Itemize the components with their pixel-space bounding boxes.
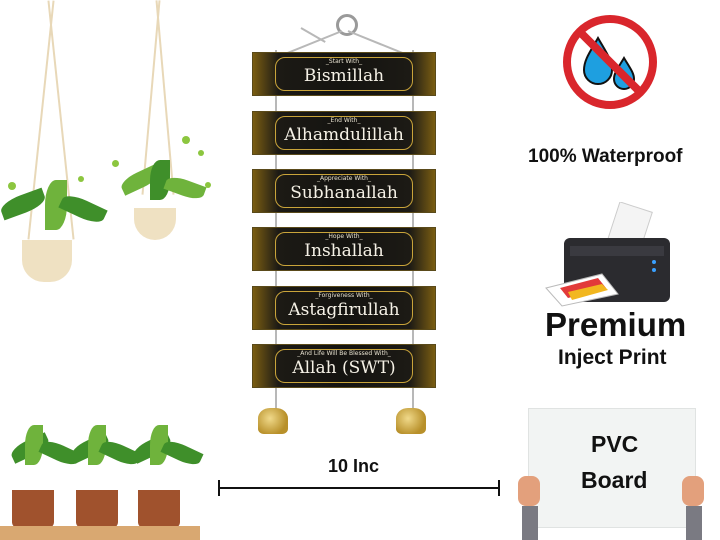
sign-board: _Start With_ Bismillah: [252, 52, 436, 96]
pvc-board: PVC Board: [528, 408, 696, 528]
no-water-icon: [560, 12, 660, 112]
print-title: Premium: [545, 306, 687, 343]
sign-board: _End With_ Alhamdulillah: [252, 111, 436, 155]
sign-subtitle: _Appreciate With_: [317, 175, 371, 182]
sign-subtitle: _Hope With_: [325, 233, 363, 240]
sign-title: Allah (SWT): [292, 358, 396, 378]
sign-title: Alhamdulillah: [284, 125, 404, 145]
sign-title: Astagfirullah: [288, 300, 400, 320]
hand-left: [518, 476, 540, 506]
sign-subtitle: _And Life Will Be Blessed With_: [297, 350, 391, 357]
sign-subtitle: _Forgiveness With_: [315, 292, 373, 299]
sign-subtitle: _Start With_: [325, 58, 363, 65]
bell-left: [258, 408, 288, 434]
board-line2: Board: [581, 467, 648, 493]
sign-board: _And Life Will Be Blessed With_ Allah (S…: [252, 344, 436, 388]
sign-board: _Hope With_ Inshallah: [252, 227, 436, 271]
sign-title: Bismillah: [303, 66, 385, 86]
sign-board: _Forgiveness With_ Astagfirullah: [252, 286, 436, 330]
bell-right: [396, 408, 426, 434]
hook-ring: [336, 14, 358, 36]
print-subtitle: Inject Print: [558, 346, 667, 369]
hand-right: [682, 476, 704, 506]
sign-board: _Appreciate With_ Subhanallah: [252, 169, 436, 213]
waterproof-label: 100% Waterproof: [528, 146, 683, 167]
printer-icon: [542, 201, 674, 308]
board-line1: PVC: [591, 431, 639, 457]
width-label: 10 Inc: [328, 456, 380, 476]
sign-title: Inshallah: [304, 241, 384, 261]
sign-title: Subhanallah: [290, 183, 398, 203]
sign-subtitle: _End With_: [327, 117, 361, 124]
